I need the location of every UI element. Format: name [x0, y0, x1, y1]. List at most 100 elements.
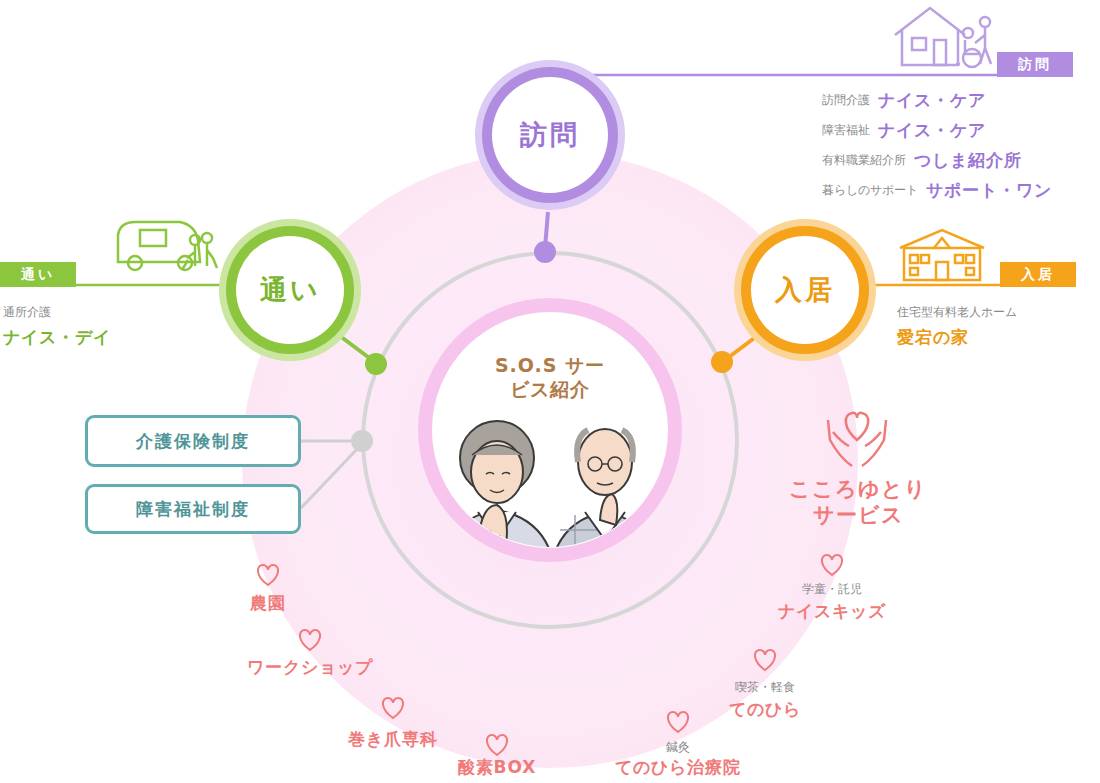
heart-icons: [258, 555, 842, 755]
leader-line: [301, 440, 358, 443]
service-kind: 学童・託児: [802, 583, 862, 597]
ring-dot: [351, 430, 373, 452]
art-rect: [955, 255, 963, 263]
art-rect: [934, 40, 946, 65]
service-kind: 障害福祉: [822, 124, 870, 138]
service-name: ナイス・ケア: [878, 121, 986, 141]
service-kind: 訪問介護: [822, 94, 870, 108]
art-path: [486, 473, 510, 475]
art-rect: [912, 38, 926, 50]
circle-halo: [475, 60, 625, 210]
system-box: 障害福祉制度: [85, 484, 301, 534]
service-kind: 鍼灸: [666, 741, 690, 755]
leader-line: [301, 446, 360, 508]
grey-ring: [363, 253, 737, 627]
category-circle: 通い: [218, 218, 362, 362]
connector-line: [582, 74, 997, 77]
art-circle: [202, 233, 212, 243]
service-kind: 住宅型有料老人ホーム: [897, 306, 1017, 320]
connector-line: [76, 284, 226, 287]
service-name: サポート・ワン: [926, 181, 1052, 201]
leader-line: [340, 336, 372, 360]
service-name: つしま紹介所: [914, 151, 1022, 171]
service-name: ナイスキッズ: [778, 602, 886, 622]
building-icon: [900, 230, 984, 280]
circle-halo: [734, 219, 876, 361]
heart-icon: [487, 735, 507, 755]
art-path: [600, 494, 617, 525]
art-path: [182, 246, 195, 270]
art-circle: [963, 28, 973, 38]
node-label: 入居: [775, 272, 835, 308]
art-rect: [966, 268, 974, 275]
heart-icon: [755, 650, 775, 670]
art-ellipse: [578, 429, 632, 495]
service-kind: 有料職業紹介所: [822, 154, 906, 168]
service-name: 巻き爪専科: [348, 730, 438, 750]
art-rect: [966, 255, 974, 263]
heart-icon: [668, 712, 688, 732]
system-box: 介護保険制度: [85, 415, 301, 467]
ring-dot: [711, 351, 733, 373]
circle-face: [236, 236, 344, 344]
service-name: 酸素BOX: [458, 758, 537, 778]
node-label: 入居: [1021, 266, 1055, 284]
art-path: [478, 505, 507, 545]
art-rect: [921, 255, 929, 263]
service-name: ナイス・ケア: [878, 91, 986, 111]
node-label: 障害福祉制度: [136, 498, 250, 521]
tag-band: 訪問: [997, 52, 1073, 77]
art-path: [828, 420, 886, 466]
circle-ring: [741, 226, 869, 354]
art-rect: [910, 268, 918, 275]
art-path: [833, 432, 881, 446]
art-line: [602, 463, 608, 465]
art-path: [846, 413, 868, 440]
service-name: ナイス・デイ: [3, 328, 111, 348]
service-name: てのひら: [729, 700, 801, 720]
service-name: 農園: [250, 594, 286, 614]
service-name: こころゆとり サービス: [783, 476, 933, 529]
art-ellipse: [471, 441, 523, 503]
art-path: [900, 230, 984, 248]
circle-face: [751, 236, 859, 344]
house-icon: [895, 8, 991, 67]
circle-outline: [432, 312, 668, 548]
art-path: [490, 490, 504, 493]
circle-halo: [219, 219, 361, 361]
category-circle: 訪問: [474, 59, 626, 211]
art-circle: [128, 256, 142, 270]
service-name: ワークショップ: [247, 658, 373, 678]
service-kind: 通所介護: [3, 306, 51, 320]
service-name: 愛宕の家: [897, 328, 969, 348]
heart-icon: [822, 555, 842, 575]
node-label: 介護保険制度: [136, 430, 250, 453]
art-path: [472, 445, 522, 455]
art-circle: [608, 457, 622, 471]
category-circle: 入居: [733, 218, 877, 362]
service-kind: 暮らしのサポート: [822, 184, 918, 198]
art-path: [548, 512, 662, 590]
art-path: [934, 238, 950, 248]
connector-line: [869, 284, 1000, 287]
tag-band: 通い: [0, 262, 76, 287]
circle-face: [492, 77, 608, 193]
center-circle: S.O.S サービス紹介: [432, 312, 668, 548]
ring-dot: [534, 241, 556, 263]
tag-band: 入居: [1000, 262, 1076, 287]
art-path: [895, 8, 965, 65]
art-rect: [904, 248, 980, 280]
heart-icon: [258, 565, 278, 585]
van-icon: [118, 222, 217, 270]
service-name: てのひら治療院: [615, 758, 741, 778]
node-label: 通い: [21, 266, 55, 284]
node-label: 通い: [260, 272, 321, 308]
art-path: [207, 244, 217, 268]
node-label: S.O.S サービス紹介: [486, 354, 614, 402]
art-circle: [588, 457, 602, 471]
couple-illustration: [438, 421, 662, 590]
art-rect: [936, 262, 948, 280]
inner-ring: [418, 298, 682, 562]
